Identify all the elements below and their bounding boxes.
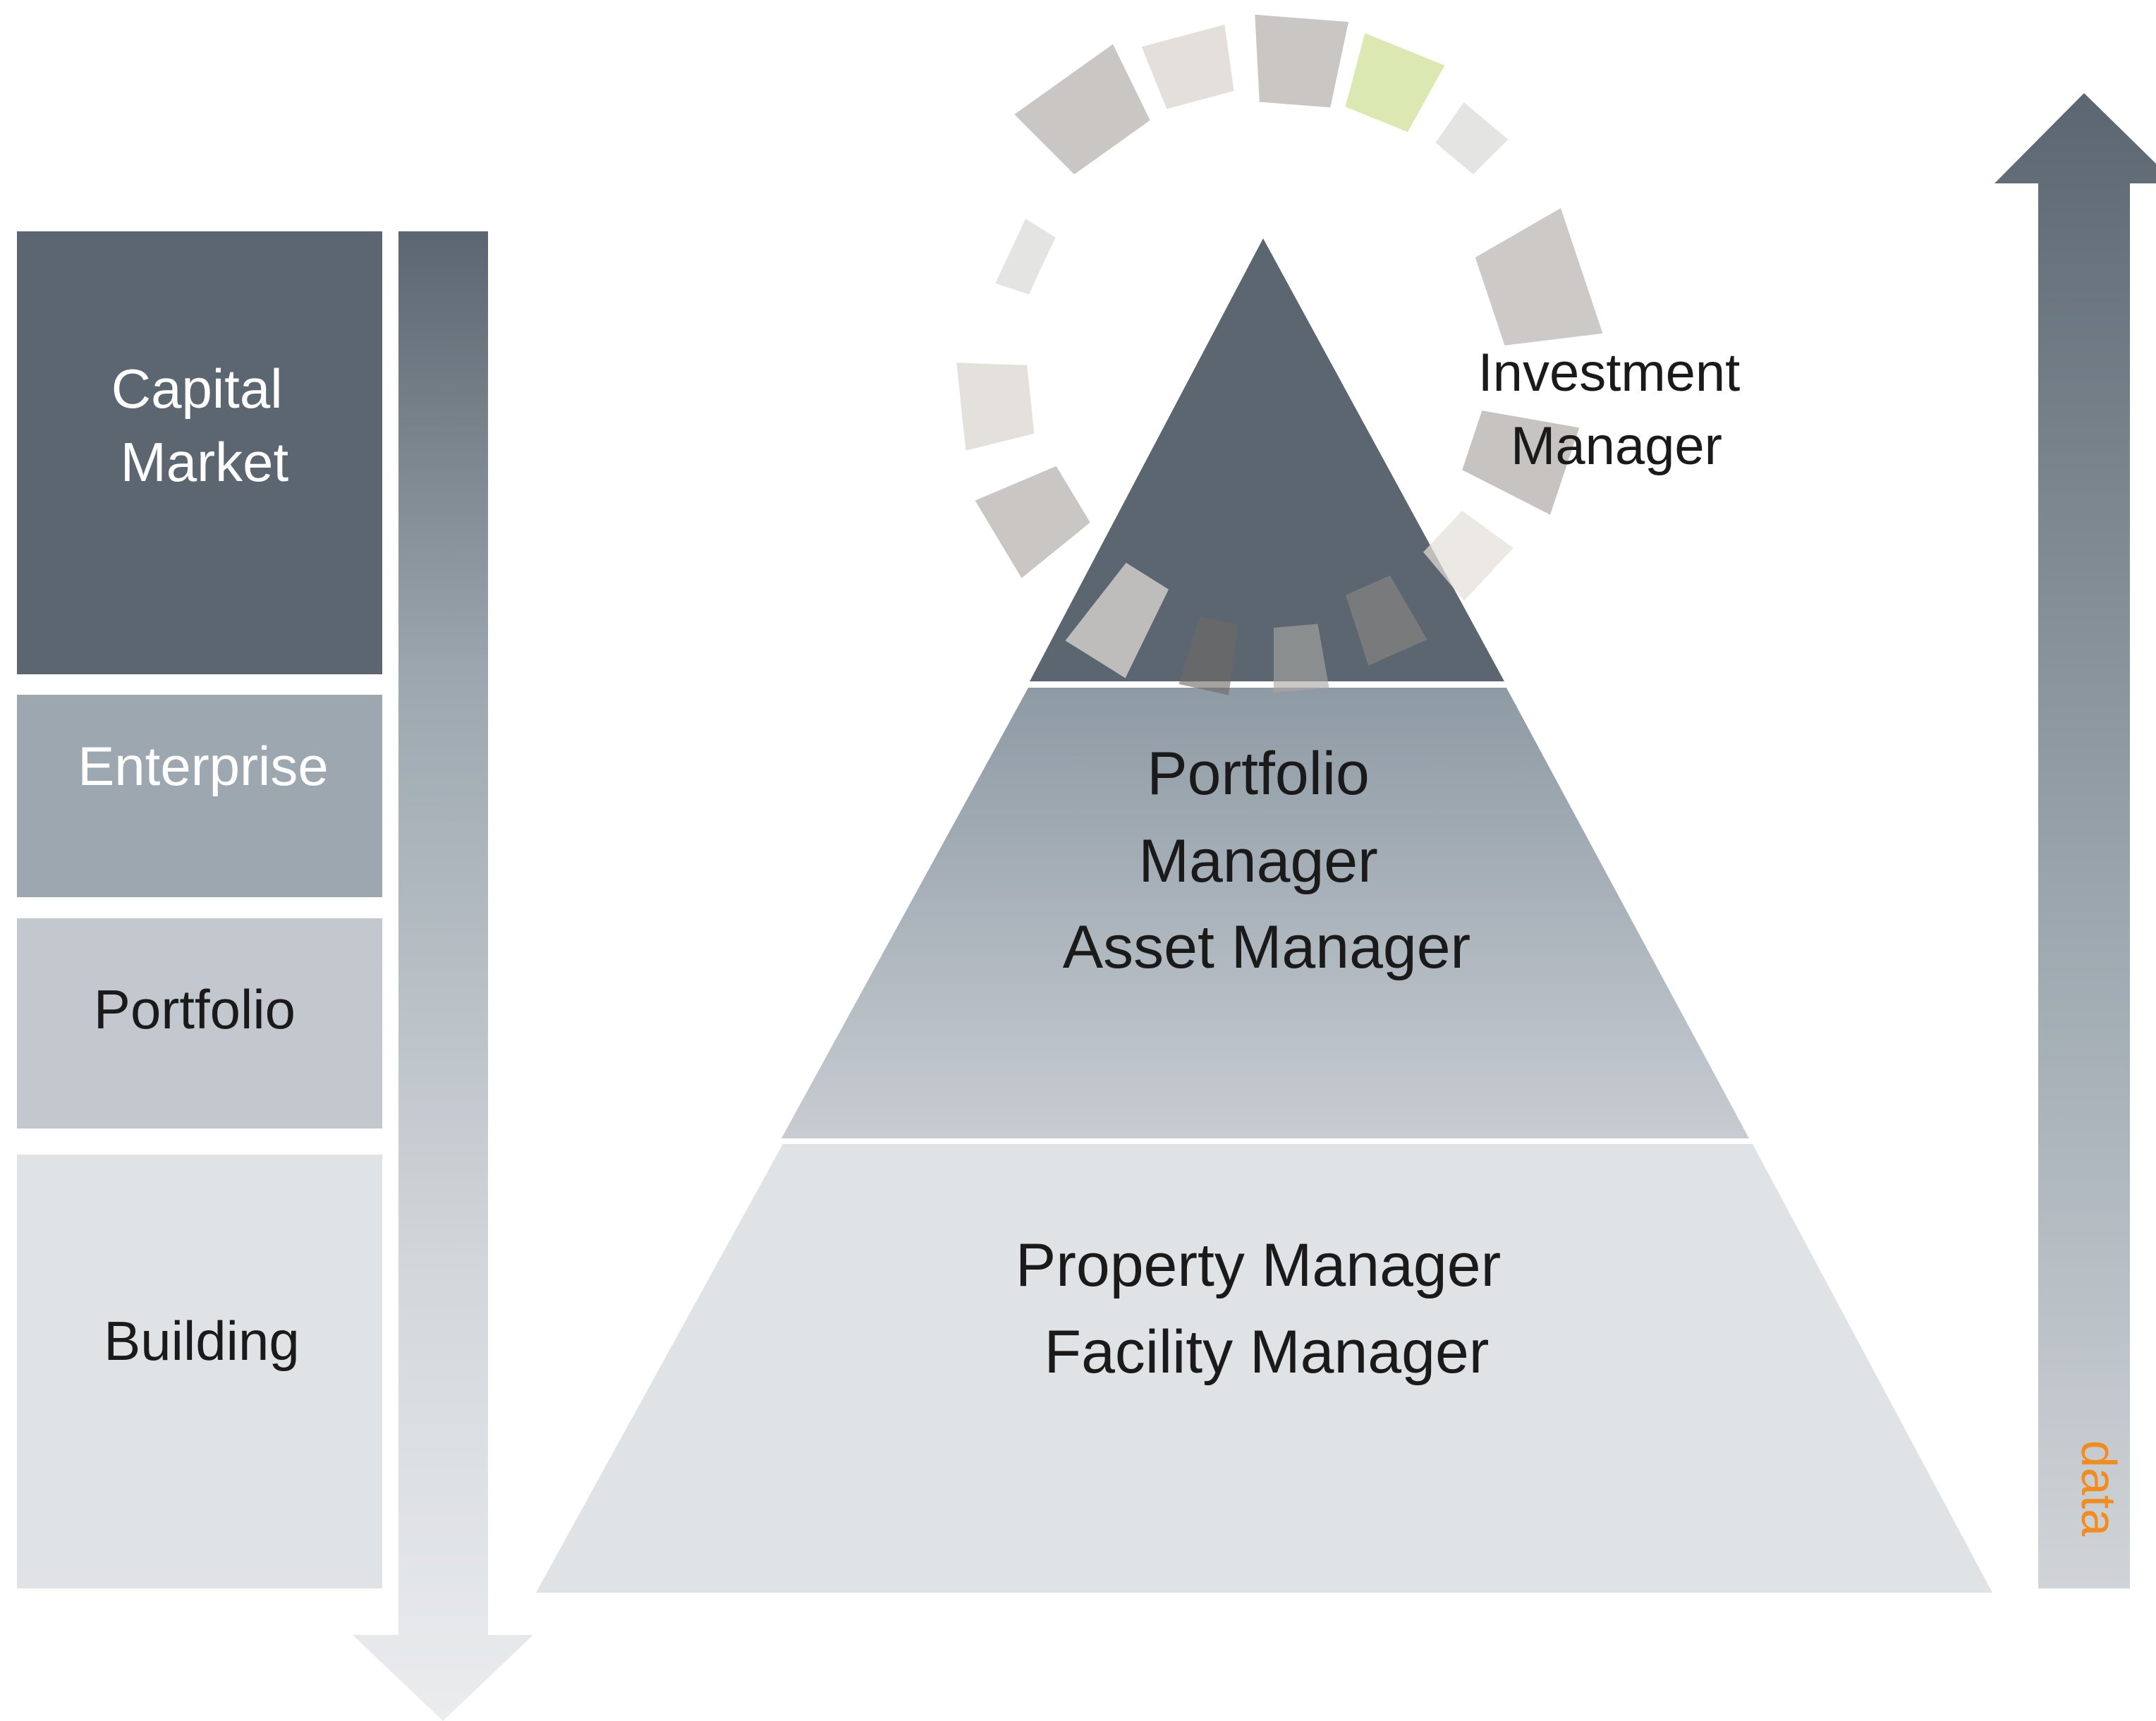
ring-segment <box>1141 24 1234 109</box>
portfolio-asset-manager-label: Portfolio Manager Asset Manager <box>1063 740 1470 981</box>
ring-segment <box>956 363 1035 451</box>
ring-segment <box>1346 575 1427 666</box>
level-enterprise: Enterprise <box>17 695 382 897</box>
property-facility-manager-label: Property Manager Facility Manager <box>1016 1232 1518 1386</box>
ring-segment <box>1423 511 1514 601</box>
pyramid-bottom-tier <box>536 1144 1992 1593</box>
ring-segment <box>1462 411 1580 515</box>
pyramid <box>536 238 1992 1593</box>
ring-segment <box>1345 33 1445 133</box>
ring-segment <box>975 466 1090 578</box>
ring-segment <box>1435 102 1509 175</box>
level-label: Enterprise <box>78 735 329 797</box>
ring-segment <box>1255 14 1348 108</box>
level-label: Building <box>104 1310 300 1372</box>
level-building: Building <box>17 1155 382 1588</box>
level-portfolio: Portfolio <box>17 918 382 1129</box>
ring-segment <box>1065 562 1169 679</box>
investment-manager-label: Investment Manager <box>1478 343 1755 476</box>
ring-segment <box>1014 44 1150 175</box>
level-box <box>17 231 382 674</box>
level-box <box>17 1155 382 1588</box>
data-arrow: data <box>1994 93 2156 1588</box>
down-arrow <box>353 231 533 1721</box>
level-box <box>17 695 382 897</box>
data-label: data <box>2071 1440 2126 1536</box>
ring-segment <box>1475 208 1603 346</box>
pyramid-top-tier <box>1030 238 1504 681</box>
level-capital-market: Capital Market <box>17 231 382 674</box>
ring-segment <box>995 219 1056 295</box>
pyramid-middle-tier <box>781 688 1749 1138</box>
segment-ring <box>956 14 1603 695</box>
ring-segment <box>1179 616 1238 695</box>
level-box <box>17 918 382 1129</box>
ring-segment <box>1274 624 1329 693</box>
up-arrow <box>1994 93 2156 1588</box>
level-label: Capital Market <box>111 358 298 493</box>
level-label: Portfolio <box>94 978 296 1040</box>
